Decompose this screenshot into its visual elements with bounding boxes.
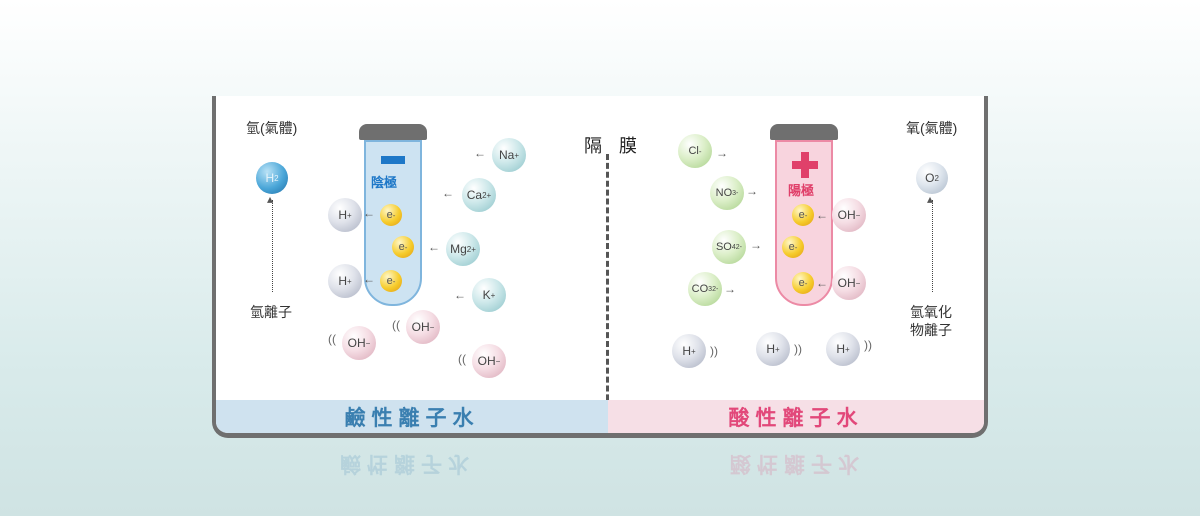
arrow-no3: → bbox=[746, 184, 758, 198]
arrow-so4: → bbox=[750, 238, 762, 252]
oh-ion-left-1: OH− bbox=[342, 326, 376, 360]
hydrogen-dotted-line bbox=[272, 200, 273, 292]
membrane-label: 隔 膜 bbox=[584, 136, 644, 156]
na-ion: Na+ bbox=[492, 138, 526, 172]
arrow-ca: ← bbox=[442, 186, 454, 200]
arrow-h-left-1: ← bbox=[363, 206, 375, 220]
minus-icon bbox=[381, 156, 405, 164]
hydrogen-gas-label: 氫(氣體) bbox=[246, 120, 298, 136]
h-ion-right-2: H+ bbox=[756, 332, 790, 366]
alkaline-water-band: 鹼性離子水 bbox=[216, 400, 608, 433]
electron-right-3: e- bbox=[792, 272, 814, 294]
electron-left-3: e- bbox=[380, 270, 402, 292]
oxygen-dotted-line bbox=[932, 200, 933, 292]
arrow-oh-right-1: ← bbox=[816, 208, 828, 222]
anode-label: 陽極 bbox=[788, 183, 815, 198]
oh-ion-left-3: OH− bbox=[472, 344, 506, 378]
wave-oh-left-1: (( bbox=[328, 332, 336, 346]
electron-right-1: e- bbox=[792, 204, 814, 226]
hydroxide-ion-label-2: 物離子 bbox=[910, 322, 952, 338]
arrow-k: ← bbox=[454, 288, 466, 302]
oh-ion-left-2: OH− bbox=[406, 310, 440, 344]
arrow-mg: ← bbox=[428, 240, 440, 254]
h-ion-right-3: H+ bbox=[826, 332, 860, 366]
arrow-co3: → bbox=[724, 282, 736, 296]
electron-left-2: e- bbox=[392, 236, 414, 258]
wave-h-right-1: )) bbox=[710, 344, 718, 358]
electron-left-1: e- bbox=[380, 204, 402, 226]
membrane-divider bbox=[606, 154, 609, 433]
cathode-cap bbox=[359, 124, 427, 140]
wave-oh-left-3: (( bbox=[458, 352, 466, 366]
oxygen-gas-label: 氧(氣體) bbox=[906, 120, 958, 136]
h-ion-right-1: H+ bbox=[672, 334, 706, 368]
h-ion-left-2: H+ bbox=[328, 264, 362, 298]
wave-h-right-3: )) bbox=[864, 338, 872, 352]
acidic-reflection: 酸性離子水 bbox=[730, 452, 865, 475]
alkaline-reflection: 鹼性離子水 bbox=[340, 452, 475, 475]
arrow-na: ← bbox=[474, 146, 486, 160]
oh-ion-right-2: OH− bbox=[832, 266, 866, 300]
hydrogen-up-arrow: ▴ bbox=[267, 192, 274, 206]
k-ion: K+ bbox=[472, 278, 506, 312]
wave-h-right-2: )) bbox=[794, 342, 802, 356]
plus-icon bbox=[792, 161, 818, 169]
anode-cap bbox=[770, 124, 838, 140]
oh-ion-right-1: OH− bbox=[832, 198, 866, 232]
arrow-oh-right-2: ← bbox=[816, 276, 828, 290]
hydroxide-ion-label-1: 氫氧化 bbox=[910, 304, 952, 320]
cathode-label: 陰極 bbox=[371, 175, 398, 190]
cl-ion: Cl- bbox=[678, 134, 712, 168]
wave-oh-left-2: (( bbox=[392, 318, 400, 332]
hydrogen-ion-label: 氫離子 bbox=[250, 304, 292, 320]
acidic-water-band: 酸性離子水 bbox=[608, 400, 984, 433]
arrow-cl: → bbox=[716, 146, 728, 160]
arrow-h-left-2: ← bbox=[363, 272, 375, 286]
h-ion-left-1: H+ bbox=[328, 198, 362, 232]
electron-right-2: e- bbox=[782, 236, 804, 258]
oxygen-up-arrow: ▴ bbox=[927, 192, 934, 206]
